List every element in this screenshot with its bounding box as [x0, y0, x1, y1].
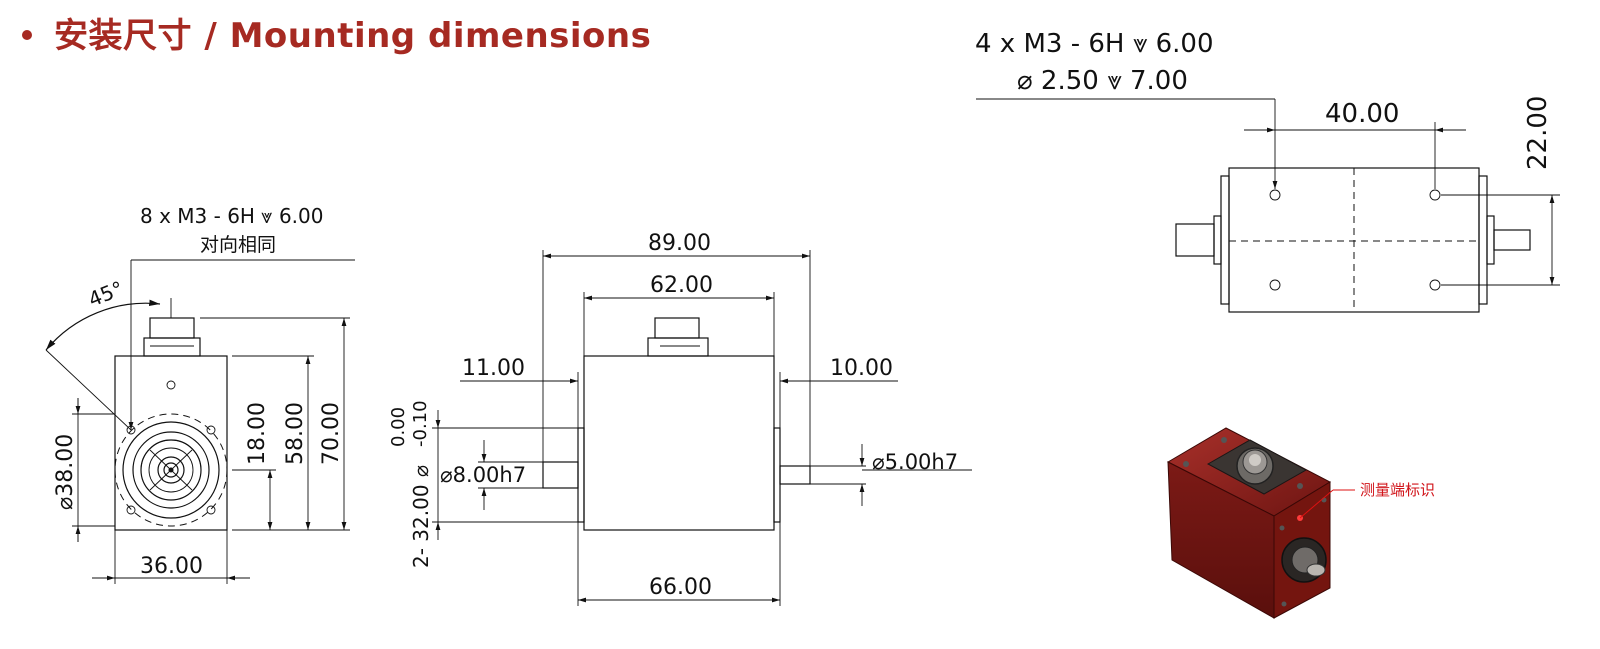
pitch-circle: [114, 413, 228, 527]
dim-18-label: 18.00: [245, 402, 270, 465]
angle-label: 45°: [85, 276, 127, 312]
right-flange: [773, 427, 781, 523]
bullet-dot: [22, 29, 32, 40]
dim-70-label: 70.00: [319, 402, 344, 465]
right-shaft-value: 5.00h7: [885, 450, 958, 474]
connector-base: [143, 337, 201, 357]
connector-top: [149, 317, 195, 339]
measure-end-label: 测量端标识: [1360, 481, 1435, 499]
tol-upper-label: 0.00: [388, 407, 409, 447]
left-shaft: [542, 461, 579, 489]
mount-hole-icon: [166, 380, 176, 390]
dim-36-label: 36.00: [140, 554, 203, 579]
tol-lower-label: -0.10: [410, 400, 431, 447]
angle-arc: [45, 299, 161, 351]
flange-dia-label: 2- 32.00: [409, 484, 433, 568]
top-hole-note-2-label: ⌀ 2.50 ⩔ 7.00: [1017, 66, 1188, 96]
front-body: [114, 355, 228, 531]
flange-dia-symbol: ⌀: [409, 465, 433, 477]
dia-38-value: 38.00: [53, 434, 78, 497]
dim-10-label: 10.00: [830, 356, 893, 381]
top-right-shaft: [1493, 229, 1531, 251]
left-shaft-value: 8.00h7: [453, 463, 526, 487]
left-shaft-label: ⌀8.00h7: [440, 463, 526, 487]
right-shaft: [779, 465, 811, 485]
page-title: 安装尺寸 / Mounting dimensions: [22, 8, 651, 57]
dim-89-label: 89.00: [648, 231, 711, 256]
sensor-photo: 测量端标识: [1166, 427, 1435, 619]
dia-38-label: ⌀38.00: [53, 434, 78, 510]
dim-66-label: 66.00: [649, 575, 712, 600]
top-view: 4 x M3 - 6H ⩔ 6.00 ⌀ 2.50 ⩔ 7.00 40.00 2…: [975, 29, 1560, 313]
dim-62-label: 62.00: [650, 273, 713, 298]
top-left-shaft: [1175, 223, 1215, 257]
dim-22-label: 22.00: [1523, 96, 1553, 170]
front-hole-note-2: 对向相同: [200, 234, 276, 256]
side-view: 89.00 62.00 11.00 10.00 66.00 ⌀8.00h7 ⌀5…: [388, 231, 972, 606]
dim-11-label: 11.00: [462, 356, 525, 381]
top-hole-note-2: 2.50 ⩔ 7.00: [1041, 66, 1188, 96]
page-title-text: 安装尺寸 / Mounting dimensions: [54, 16, 652, 56]
top-hole-icon: [1269, 189, 1281, 201]
front-hole-note-1: 8 x M3 - 6H ⩔ 6.00: [140, 204, 323, 228]
right-shaft-label: ⌀5.00h7: [872, 450, 958, 474]
left-flange: [577, 427, 585, 523]
dim-58-label: 58.00: [283, 402, 308, 465]
front-view: 8 x M3 - 6H ⩔ 6.00 对向相同 45° ⌀38.00 18.00…: [45, 204, 355, 584]
side-body: [583, 355, 775, 531]
top-hole-note-1: 4 x M3 - 6H ⩔ 6.00: [975, 29, 1214, 59]
dim-40-label: 40.00: [1325, 99, 1399, 129]
flange-circle: [122, 421, 220, 519]
side-connector: [654, 317, 700, 339]
